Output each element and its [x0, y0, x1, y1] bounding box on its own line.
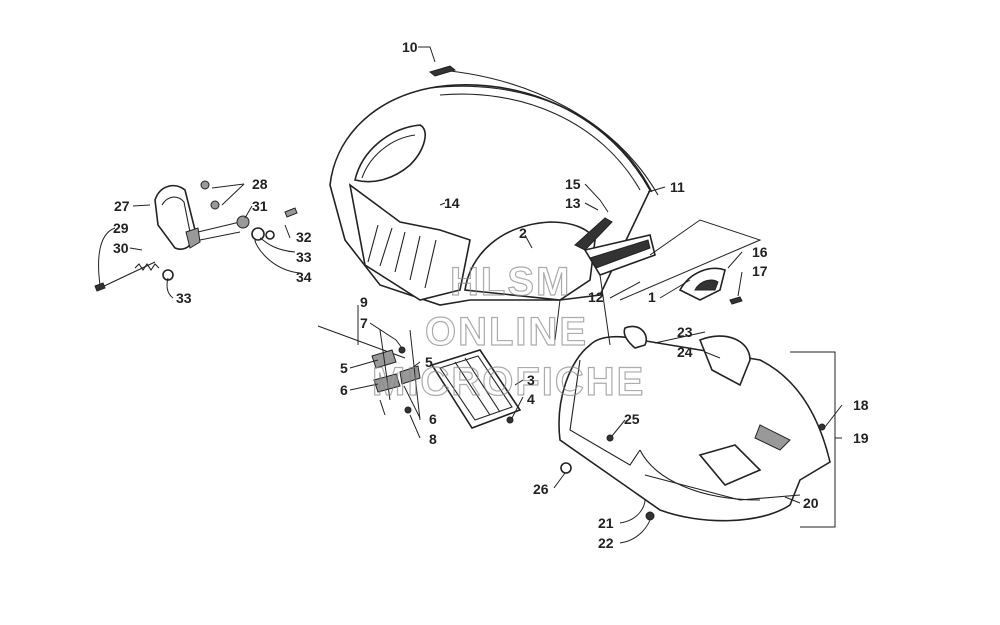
headlight-assembly — [94, 180, 298, 292]
callout-5-right: 5 — [425, 354, 433, 370]
callout-16: 16 — [752, 244, 768, 260]
watermark-line-2: ONLINE — [425, 310, 588, 354]
callout-14: 14 — [444, 195, 460, 211]
callout-8: 8 — [429, 431, 437, 447]
callout-12: 12 — [588, 289, 604, 305]
callout-2: 2 — [519, 225, 527, 241]
callout-21: 21 — [598, 515, 614, 531]
trim-strip — [428, 65, 659, 196]
callout-labels: 10 11 15 13 14 2 12 1 16 17 28 27 31 29 … — [113, 39, 869, 551]
callout-26: 26 — [533, 481, 549, 497]
callout-20: 20 — [803, 495, 819, 511]
callout-30: 30 — [113, 240, 129, 256]
callout-4: 4 — [527, 391, 535, 407]
callout-3: 3 — [527, 372, 535, 388]
callout-5-left: 5 — [340, 360, 348, 376]
callout-31: 31 — [252, 198, 268, 214]
callout-33-lower: 33 — [176, 290, 192, 306]
watermark-line-1: HLSM — [450, 260, 571, 304]
callout-18: 18 — [853, 397, 869, 413]
callout-29: 29 — [113, 220, 129, 236]
callout-9: 9 — [360, 294, 368, 310]
hood — [329, 84, 656, 306]
callout-22: 22 — [598, 535, 614, 551]
callout-32: 32 — [296, 229, 312, 245]
watermark: HLSM ONLINE MICROFICHE — [371, 259, 645, 404]
callout-17: 17 — [752, 263, 768, 279]
callout-10: 10 — [402, 39, 418, 55]
storage-console — [558, 325, 831, 522]
callout-15: 15 — [565, 176, 581, 192]
callout-13: 13 — [565, 195, 581, 211]
callout-34: 34 — [296, 269, 312, 285]
vent-grille — [317, 325, 522, 429]
callout-1: 1 — [648, 289, 656, 305]
side-bracket — [678, 267, 743, 305]
callout-33-upper: 33 — [296, 249, 312, 265]
callout-25: 25 — [624, 411, 640, 427]
callout-19: 19 — [853, 430, 869, 446]
leader-lines — [98, 46, 843, 544]
watermark-line-3: MICROFICHE — [372, 360, 645, 404]
callout-7: 7 — [360, 315, 368, 331]
callout-27: 27 — [114, 198, 130, 214]
callout-24: 24 — [677, 344, 693, 360]
callout-6-left: 6 — [340, 382, 348, 398]
reference-lines — [379, 219, 836, 528]
callout-11: 11 — [670, 179, 685, 195]
callout-23: 23 — [677, 324, 693, 340]
callout-28: 28 — [252, 176, 268, 192]
callout-6-right: 6 — [429, 411, 437, 427]
